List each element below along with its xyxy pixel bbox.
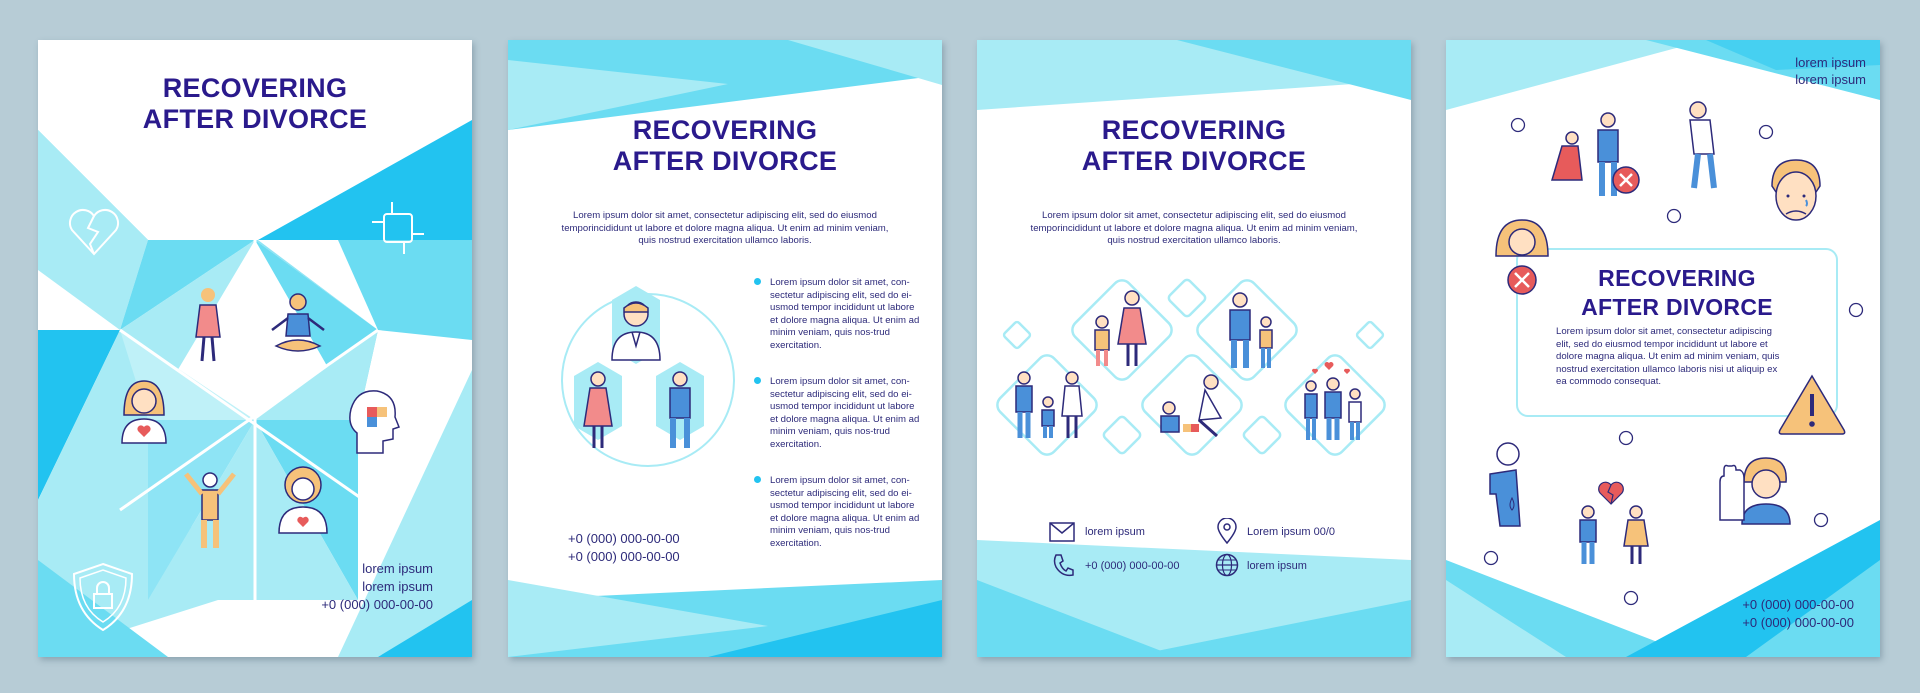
globe-icon xyxy=(1215,553,1239,577)
page3-title: RECOVERING AFTER DIVORCE xyxy=(977,115,1411,177)
text-frame xyxy=(1516,248,1838,417)
title-line-2: AFTER DIVORCE xyxy=(1081,146,1307,176)
contact-phone: +0 (000) 000-00-00 xyxy=(1085,560,1180,572)
bullet-dot xyxy=(754,278,761,285)
phone-icon xyxy=(1053,554,1074,577)
page4-contact: +0 (000) 000-00-00 +0 (000) 000-00-00 xyxy=(1676,596,1854,632)
title-line-1: RECOVERING xyxy=(1598,265,1756,291)
crying-face-icon xyxy=(1771,159,1821,221)
parent-playing-icon xyxy=(1160,374,1223,438)
man-suit-icon xyxy=(611,301,661,361)
brochure-page-1: RECOVERING AFTER DIVORCE xyxy=(38,40,472,657)
page4-top-contact: lorem ipsum lorem ipsum xyxy=(1746,54,1866,88)
man-curly-hair-icon xyxy=(278,466,328,534)
woman-icon xyxy=(195,288,221,362)
contact-email: lorem ipsum xyxy=(1085,526,1145,538)
smiling-woman-icon xyxy=(121,380,167,444)
title-line-2: AFTER DIVORCE xyxy=(142,104,368,134)
meditation-icon xyxy=(271,293,325,352)
mail-icon xyxy=(1049,522,1075,542)
team-hands-icon xyxy=(372,202,424,254)
intro-text: Lorem ipsum dolor sit amet, consectetur … xyxy=(1030,210,1358,247)
page2-background xyxy=(508,40,942,657)
couple-broken-heart-icon xyxy=(1579,481,1649,564)
mother-child-icon xyxy=(1094,290,1147,366)
title-line-1: RECOVERING xyxy=(1101,115,1287,145)
intro-text: Lorem ipsum dolor sit amet, consectetur … xyxy=(561,210,889,247)
contact-phone-2: +0 (000) 000-00-00 xyxy=(1742,615,1854,630)
contact-address: Lorem ipsum 00/0 xyxy=(1247,526,1336,538)
family-icon xyxy=(1015,371,1083,438)
stop-hand-icon xyxy=(1719,457,1791,525)
brochure-page-3: RECOVERING AFTER DIVORCE Lorem ipsum dol… xyxy=(977,40,1411,657)
bullet-text-3: Lorem ipsum dolor sit amet, con-sectetur… xyxy=(770,475,920,549)
crying-man-icon xyxy=(1489,442,1521,527)
father-child-icon xyxy=(1229,292,1273,368)
contact-phone-1: +0 (000) 000-00-00 xyxy=(1742,597,1854,612)
broken-heart-icon xyxy=(69,209,119,256)
head-puzzle-icon xyxy=(349,390,400,454)
man-arms-raised-icon xyxy=(184,472,236,548)
family-hearts-icon xyxy=(1304,362,1362,440)
location-pin-icon xyxy=(1217,518,1237,544)
page4-body: Lorem ipsum dolor sit amet, consectetur … xyxy=(1556,326,1780,388)
man-icon xyxy=(669,371,691,448)
upset-woman-icon xyxy=(1495,219,1549,295)
title-line-1: RECOVERING xyxy=(632,115,818,145)
contact-line-2: lorem ipsum xyxy=(362,579,433,594)
page2-contact: +0 (000) 000-00-00 +0 (000) 000-00-00 xyxy=(568,530,680,566)
page2-title: RECOVERING AFTER DIVORCE xyxy=(508,115,942,177)
couple-argument-icon xyxy=(1550,112,1640,196)
warning-icon xyxy=(1778,374,1846,435)
bullet-text-2: Lorem ipsum dolor sit amet, con-sectetur… xyxy=(770,376,920,450)
bullet-dot xyxy=(754,377,761,384)
bullet-dot xyxy=(754,476,761,483)
title-line-2: AFTER DIVORCE xyxy=(612,146,838,176)
brochure-page-2: RECOVERING AFTER DIVORCE Lorem ipsum dol… xyxy=(508,40,942,657)
contact-website: lorem ipsum xyxy=(1247,560,1307,572)
page4-background xyxy=(1446,40,1880,657)
title-line-2: AFTER DIVORCE xyxy=(1581,294,1773,320)
bullet-text-1: Lorem ipsum dolor sit amet, con-sectetur… xyxy=(770,277,920,351)
sad-man-icon xyxy=(1689,101,1717,189)
woman-icon xyxy=(583,371,613,448)
contact-phone-2: +0 (000) 000-00-00 xyxy=(568,549,680,564)
page1-background xyxy=(38,120,472,657)
page4-title: RECOVERING AFTER DIVORCE xyxy=(1522,264,1832,322)
contact-phone-1: +0 (000) 000-00-00 xyxy=(568,531,680,546)
brochure-page-4: lorem ipsum lorem ipsum RECOVERING AFTER… xyxy=(1446,40,1880,657)
top-line-2: lorem ipsum xyxy=(1795,72,1866,87)
page1-contact: lorem ipsum lorem ipsum +0 (000) 000-00-… xyxy=(298,560,433,614)
top-line-1: lorem ipsum xyxy=(1795,55,1866,70)
page1-title: RECOVERING AFTER DIVORCE xyxy=(38,73,472,135)
shield-lock-icon xyxy=(72,562,134,632)
title-line-1: RECOVERING xyxy=(162,73,348,103)
page3-background xyxy=(977,40,1411,657)
contact-line-1: lorem ipsum xyxy=(362,561,433,576)
contact-phone: +0 (000) 000-00-00 xyxy=(321,597,433,612)
